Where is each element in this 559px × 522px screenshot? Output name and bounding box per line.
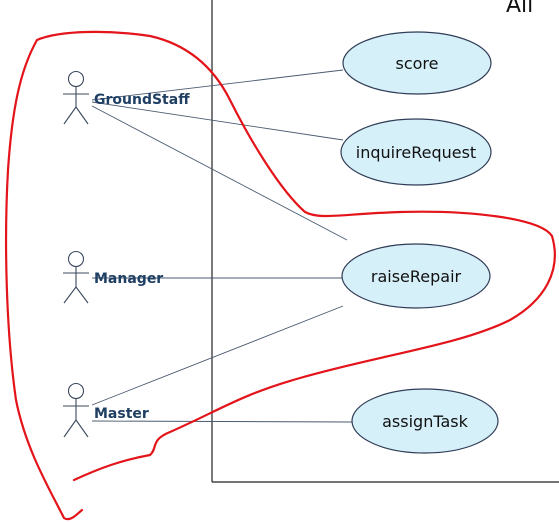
- usecase-label: raiseRepair: [371, 267, 462, 286]
- actor-groundstaff[interactable]: GroundStaff: [63, 70, 190, 125]
- system-title: All: [506, 0, 533, 18]
- red-annotation-loop: [4, 30, 556, 521]
- associations: [91, 69, 353, 423]
- usecase-score[interactable]: score: [342, 31, 492, 95]
- association-groundstaff-inquirerequest: [91, 101, 344, 141]
- usecase-label: assignTask: [382, 412, 468, 431]
- actor-figure-icon: [63, 382, 89, 438]
- actor-label: Manager: [94, 271, 163, 287]
- association-master-raiserepair: [91, 305, 344, 406]
- actor-label: Master: [94, 406, 149, 422]
- actor-figure-icon: [63, 70, 89, 125]
- association-groundstaff-score: [91, 69, 344, 101]
- usecase-label: score: [396, 54, 439, 73]
- usecase-raiserepair[interactable]: raiseRepair: [341, 243, 491, 309]
- actor-manager[interactable]: Manager: [63, 250, 163, 304]
- usecase-assigntask[interactable]: assignTask: [351, 388, 499, 454]
- system-boundary: All: [211, 0, 559, 483]
- association-groundstaff-raiserepair: [91, 105, 348, 241]
- actor-master[interactable]: Master: [63, 382, 149, 438]
- actor-label: GroundStaff: [94, 92, 190, 108]
- actor-figure-icon: [63, 250, 89, 304]
- usecase-inquirerequest[interactable]: inquireRequest: [340, 118, 492, 186]
- association-master-assigntask: [91, 420, 353, 423]
- usecase-label: inquireRequest: [356, 143, 476, 162]
